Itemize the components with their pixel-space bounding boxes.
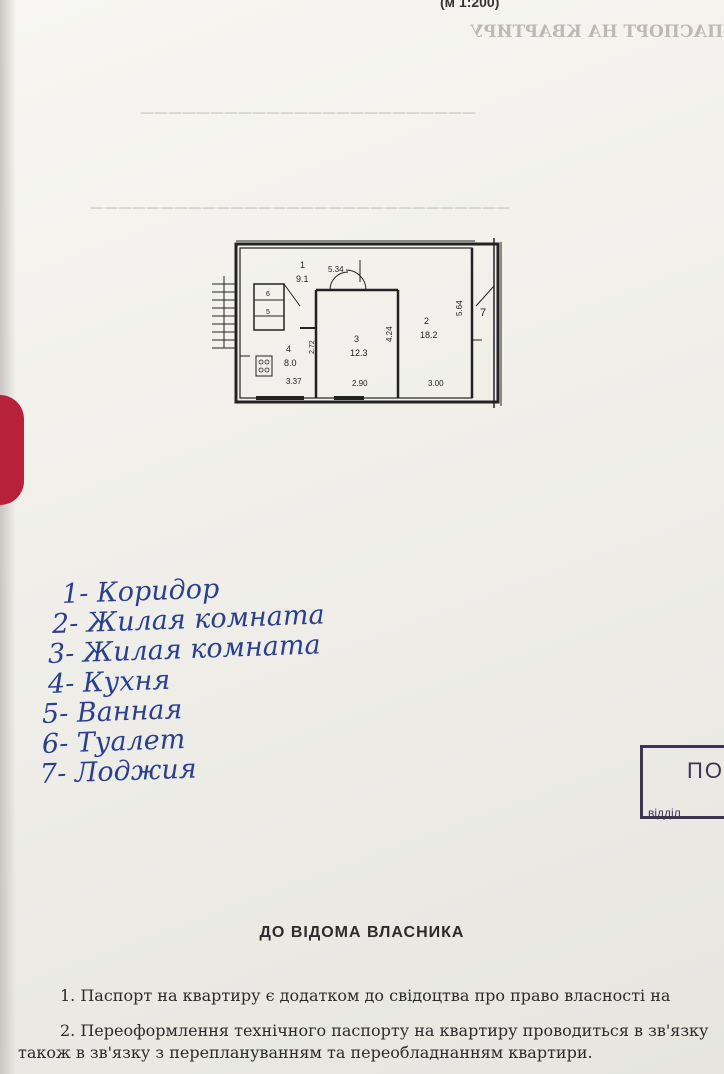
notice-line-2: 2. Переоформлення технічного паспорту на… — [60, 1021, 709, 1040]
show-through-text: ПАСПОРТ НА КВАРТИРУ — [470, 22, 724, 42]
floor-plan: 1 9.1 2 18.2 3 12.3 4 8.0 5 6 7 5.34 5.6… — [212, 238, 502, 408]
dimension-kitchen: 3.37 — [286, 377, 302, 386]
dimension-room-3: 4.24 — [385, 326, 394, 342]
finger — [0, 395, 24, 505]
scale-label: (м 1:200) — [440, 0, 500, 10]
room-2-area: 18.2 — [420, 330, 438, 340]
dimension-room-4: 2.72 — [309, 340, 316, 354]
stamp-subtext: відділ — [648, 806, 681, 820]
stamp-text: ПО — [687, 758, 724, 783]
room-legend: 1- Коридор 2- Жилая комната 3- Жилая ком… — [39, 574, 325, 790]
page-edge-shadow — [0, 0, 16, 1074]
notice-line-3: також в зв'язку з переплануванням та пер… — [18, 1043, 593, 1062]
dimension-top: 5.34 — [328, 265, 344, 274]
room-1-number: 1 — [300, 260, 305, 270]
dimension-right: 5.64 — [455, 300, 464, 316]
room-7-number: 7 — [480, 307, 486, 319]
official-stamp: ПО — [640, 745, 724, 819]
room-3-area: 12.3 — [350, 348, 368, 358]
room-4-number: 4 — [286, 344, 291, 354]
dimension-right-bottom: 3.00 — [428, 379, 444, 388]
room-4-area: 8.0 — [284, 358, 297, 368]
show-through-text: —————————————————————————————— — [90, 200, 510, 216]
room-5-number: 5 — [266, 309, 270, 316]
dimension-middle: 2.90 — [352, 379, 368, 388]
show-through-text: ———————————————————————— — [140, 105, 476, 121]
notice-line-1: 1. Паспорт на квартиру є додатком до сві… — [60, 986, 671, 1005]
room-2-number: 2 — [424, 316, 429, 326]
room-3-number: 3 — [354, 334, 359, 344]
room-1-area: 9.1 — [296, 274, 309, 284]
room-6-number: 6 — [266, 291, 270, 298]
notice-title: ДО ВІДОМА ВЛАСНИКА — [259, 924, 465, 941]
